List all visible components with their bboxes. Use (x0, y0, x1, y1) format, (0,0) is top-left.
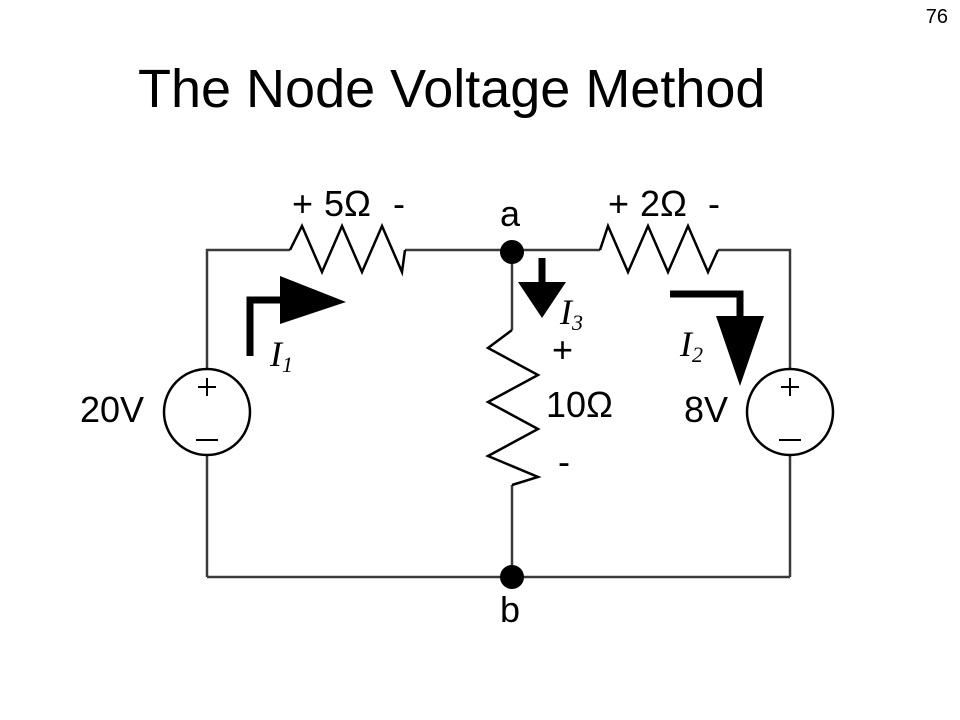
current-arrow-i2 (670, 290, 764, 386)
node-a-label: a (500, 193, 521, 234)
resistor-5-ohm (288, 222, 407, 277)
page-number: 76 (925, 6, 948, 28)
current-arrow-i1 (246, 276, 346, 356)
current-label-i1: I1 (269, 334, 293, 377)
node-a-dot (500, 240, 524, 264)
voltage-source-right (745, 367, 835, 457)
node-b-dot (500, 565, 524, 589)
circuit-wires (205, 248, 792, 579)
source-right-label: 8V (684, 389, 728, 430)
resistor-10-plus: + (552, 329, 573, 370)
current-label-i3: I3 (559, 292, 583, 335)
current-label-i2: I2 (679, 324, 703, 367)
resistor-5-value: 5Ω (324, 183, 371, 224)
resistor-2-plus: + (608, 183, 629, 224)
source-left-label: 20V (80, 389, 144, 430)
resistor-10-ohm (485, 329, 542, 487)
slide-title: The Node Voltage Method (138, 59, 766, 119)
resistor-2-ohm (598, 222, 720, 276)
resistor-5-plus: + (292, 183, 313, 224)
resistor-10-value: 10Ω (546, 384, 613, 425)
voltage-source-left (162, 367, 252, 457)
current-arrow-i3 (518, 258, 566, 318)
resistor-2-value: 2Ω (640, 183, 687, 224)
node-b-label: b (500, 589, 520, 630)
resistor-5-minus: - (393, 183, 405, 224)
resistor-2-minus: - (708, 183, 720, 224)
resistor-10-minus: - (558, 441, 570, 482)
